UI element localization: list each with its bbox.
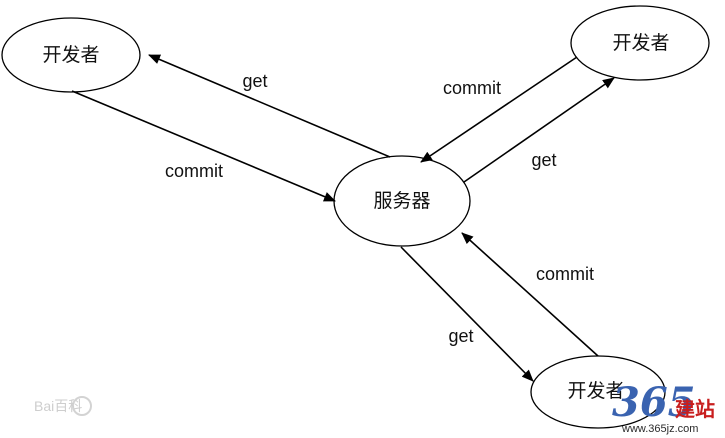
- arrow-server-to-top-right: [463, 77, 615, 183]
- arrow-top-left-to-server: [71, 90, 336, 202]
- baidu-watermark-text: Bai百科: [34, 398, 82, 414]
- site-watermark-number: 365: [612, 379, 696, 426]
- arrow-bottom-to-server: [461, 232, 599, 357]
- server-label: 服务器: [373, 190, 430, 212]
- arrow-server-to-top-left: [148, 54, 391, 158]
- developer-node-top-right: 开发者: [570, 5, 710, 81]
- edge-label-top-right-commit: commit: [443, 78, 501, 98]
- developer-label-bottom: 开发者: [567, 380, 624, 402]
- baidu-watermark: Bai百科: [34, 396, 92, 416]
- developer-node-bottom: 开发者: [530, 355, 666, 429]
- site-watermark-url: www.365jz.com: [621, 423, 698, 435]
- developer-label-top-right: 开发者: [612, 32, 669, 54]
- edge-label-bottom-commit: commit: [536, 264, 594, 284]
- site-watermark-logo: 365 建站 www.365jz.com: [612, 379, 715, 435]
- server-node: 服务器: [333, 155, 471, 247]
- edge-label-top-left-get: get: [242, 71, 267, 91]
- edge-label-top-left-commit: commit: [165, 161, 223, 181]
- arrow-top-right-to-server: [420, 56, 578, 163]
- developer-node-top-left: 开发者: [1, 17, 141, 93]
- site-watermark-word: 建站: [675, 397, 715, 421]
- arrow-server-to-bottom: [400, 246, 534, 382]
- edge-label-top-right-get: get: [531, 150, 556, 170]
- developer-label-top-left: 开发者: [42, 44, 99, 66]
- edge-label-bottom-get: get: [448, 326, 473, 346]
